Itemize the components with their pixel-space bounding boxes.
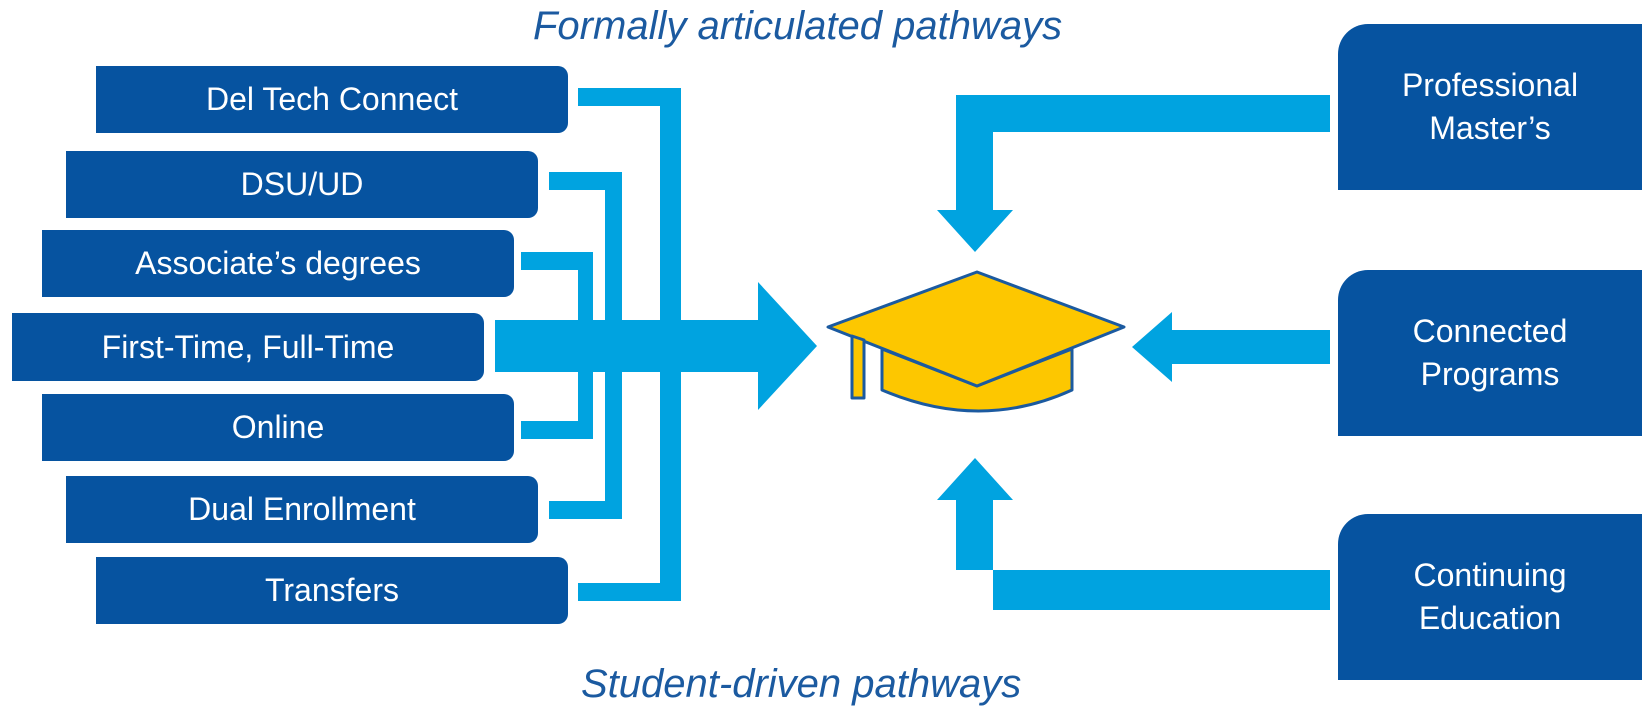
- arrow-from-connected-programs: [1132, 312, 1330, 382]
- pathway-continuing-education: Continuing Education: [1338, 514, 1642, 680]
- continuing-education-line2: Education: [1418, 600, 1562, 636]
- professional-masters-line1: Professional: [1401, 66, 1579, 103]
- pathway-transfers: Transfers: [96, 557, 568, 624]
- graduation-cap-icon: [826, 270, 1126, 413]
- pathway-dsu-ud: DSU/UD: [66, 151, 538, 218]
- connected-programs-line1: Connected: [1412, 312, 1568, 349]
- pathway-dual-enrollment: Dual Enrollment: [66, 476, 538, 543]
- main-arrow: [495, 282, 817, 410]
- professional-masters-line2: Master’s: [1429, 110, 1551, 146]
- pathway-first-time-full-time: First-Time, Full-Time: [12, 313, 484, 381]
- arrow-from-continuing-education: [937, 458, 1330, 610]
- continuing-education-line1: Continuing: [1413, 556, 1567, 593]
- pathway-online: Online: [42, 394, 514, 461]
- title-student-driven: Student-driven pathways: [581, 662, 1022, 706]
- pathway-professional-masters: Professional Master’s: [1338, 24, 1642, 190]
- pathway-associates-degrees: Associate’s degrees: [42, 230, 514, 297]
- pathway-del-tech-connect: Del Tech Connect: [96, 66, 568, 133]
- title-formally-articulated: Formally articulated pathways: [533, 4, 1063, 48]
- arrow-from-professional-masters: [937, 95, 1330, 252]
- pathway-connected-programs: Connected Programs: [1338, 270, 1642, 436]
- connected-programs-line2: Programs: [1420, 356, 1560, 392]
